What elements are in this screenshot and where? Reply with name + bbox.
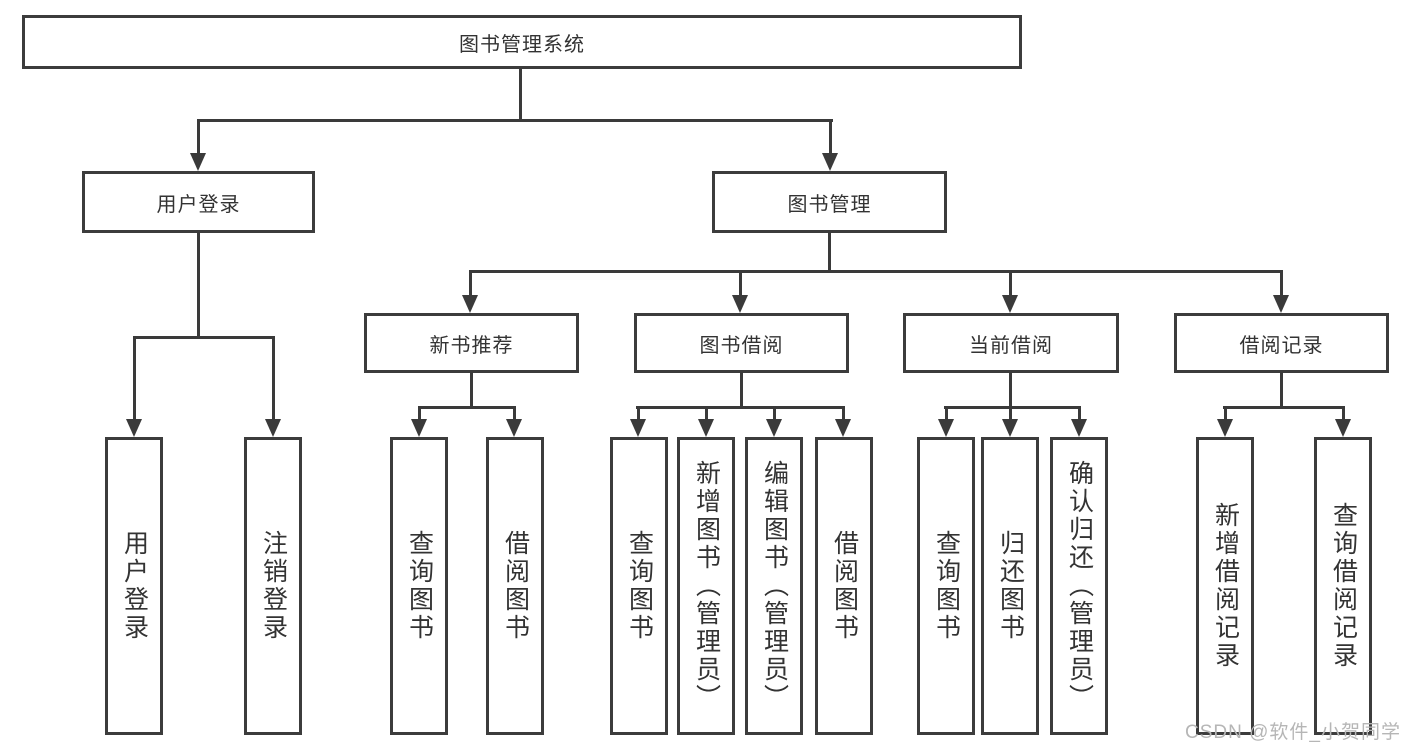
- leaf-edit-book-admin: 编辑图书（管理员）: [745, 437, 803, 735]
- connector-line: [469, 270, 1283, 273]
- leaf-query-books-current-label: 查询图书: [932, 530, 961, 642]
- connector-arrowhead: [1071, 419, 1087, 437]
- connector-arrowhead: [732, 295, 748, 313]
- connector-line: [739, 270, 742, 297]
- leaf-query-books-borrowing: 查询图书: [610, 437, 668, 735]
- leaf-user-login-label: 用户登录: [120, 530, 149, 642]
- connector-line: [829, 119, 832, 156]
- connector-line: [842, 406, 845, 421]
- node-new-book-recommend-label: 新书推荐: [429, 334, 514, 357]
- watermark: CSDN @软件_小贺同学: [1185, 722, 1401, 743]
- leaf-add-book-admin: 新增图书（管理员）: [677, 437, 735, 735]
- leaf-borrow-books-borrowing: 借阅图书: [815, 437, 873, 735]
- leaf-confirm-return-admin-label: 确认归还（管理员）: [1065, 460, 1094, 712]
- leaf-add-borrow-record: 新增借阅记录: [1196, 437, 1254, 735]
- connector-arrowhead: [126, 419, 142, 437]
- connector-arrowhead: [1335, 419, 1351, 437]
- leaf-edit-book-admin-label: 编辑图书（管理员）: [760, 460, 789, 712]
- leaf-borrow-books-recommend-label: 借阅图书: [501, 530, 530, 642]
- connector-line: [470, 372, 473, 409]
- connector-arrowhead: [938, 419, 954, 437]
- connector-arrowhead: [1273, 295, 1289, 313]
- node-root-label: 图书管理系统: [459, 33, 585, 56]
- leaf-add-borrow-record-label: 新增借阅记录: [1211, 502, 1240, 670]
- node-new-book-recommend: 新书推荐: [364, 313, 579, 373]
- connector-arrowhead: [1217, 419, 1233, 437]
- connector-line: [1224, 406, 1227, 421]
- connector-arrowhead: [630, 419, 646, 437]
- connector-line: [636, 406, 845, 409]
- node-borrowing-records: 借阅记录: [1174, 313, 1389, 373]
- connector-arrowhead: [766, 419, 782, 437]
- connector-arrowhead: [822, 153, 838, 171]
- leaf-query-books-recommend: 查询图书: [390, 437, 448, 735]
- leaf-query-borrow-record-label: 查询借阅记录: [1329, 502, 1358, 670]
- connector-arrowhead: [835, 419, 851, 437]
- leaf-return-books-label: 归还图书: [996, 530, 1025, 642]
- connector-arrowhead: [1002, 419, 1018, 437]
- leaf-query-borrow-record: 查询借阅记录: [1314, 437, 1372, 735]
- node-user-login-label: 用户登录: [156, 193, 241, 216]
- node-borrowing-records-label: 借阅记录: [1239, 334, 1324, 357]
- connector-line: [469, 270, 472, 297]
- connector-line: [1078, 406, 1081, 421]
- connector-arrowhead: [462, 295, 478, 313]
- leaf-confirm-return-admin: 确认归还（管理员）: [1050, 437, 1108, 735]
- connector-line: [828, 232, 831, 273]
- connector-line: [133, 336, 275, 339]
- connector-arrowhead: [190, 153, 206, 171]
- leaf-borrow-books-borrowing-label: 借阅图书: [830, 530, 859, 642]
- connector-arrowhead: [265, 419, 281, 437]
- connector-line: [773, 406, 776, 421]
- connector-arrowhead: [698, 419, 714, 437]
- connector-arrowhead: [1002, 295, 1018, 313]
- node-book-borrowing: 图书借阅: [634, 313, 849, 373]
- node-current-borrowing: 当前借阅: [903, 313, 1119, 373]
- connector-line: [1223, 406, 1344, 409]
- node-book-borrowing-label: 图书借阅: [699, 334, 784, 357]
- connector-line: [133, 336, 136, 421]
- connector-line: [1280, 270, 1283, 297]
- connector-line: [944, 406, 1081, 409]
- connector-line: [1280, 372, 1283, 409]
- leaf-logout: 注销登录: [244, 437, 302, 735]
- leaf-logout-label: 注销登录: [259, 530, 288, 642]
- connector-arrowhead: [411, 419, 427, 437]
- connector-line: [519, 68, 522, 121]
- connector-line: [945, 406, 948, 421]
- connector-line: [418, 406, 516, 409]
- node-root: 图书管理系统: [22, 15, 1022, 69]
- node-current-borrowing-label: 当前借阅: [969, 334, 1053, 357]
- connector-line: [637, 406, 640, 421]
- connector-line: [513, 406, 516, 421]
- leaf-return-books: 归还图书: [981, 437, 1039, 735]
- leaf-query-books-borrowing-label: 查询图书: [625, 530, 654, 642]
- connector-line: [272, 336, 275, 421]
- leaf-add-book-admin-label: 新增图书（管理员）: [692, 460, 721, 712]
- connector-line: [1342, 406, 1345, 421]
- leaf-user-login: 用户登录: [105, 437, 163, 735]
- connector-line: [197, 232, 200, 339]
- connector-line: [418, 406, 421, 421]
- connector-line: [1009, 372, 1012, 409]
- leaf-query-books-current: 查询图书: [917, 437, 975, 735]
- node-user-login: 用户登录: [82, 171, 315, 233]
- connector-line: [197, 119, 200, 156]
- leaf-borrow-books-recommend: 借阅图书: [486, 437, 544, 735]
- connector-line: [1009, 406, 1012, 421]
- connector-line: [1009, 270, 1012, 297]
- connector-arrowhead: [506, 419, 522, 437]
- connector-line: [197, 119, 833, 122]
- leaf-query-books-recommend-label: 查询图书: [405, 530, 434, 642]
- connector-line: [705, 406, 708, 421]
- node-book-management: 图书管理: [712, 171, 947, 233]
- node-book-management-label: 图书管理: [787, 193, 872, 216]
- connector-line: [740, 372, 743, 409]
